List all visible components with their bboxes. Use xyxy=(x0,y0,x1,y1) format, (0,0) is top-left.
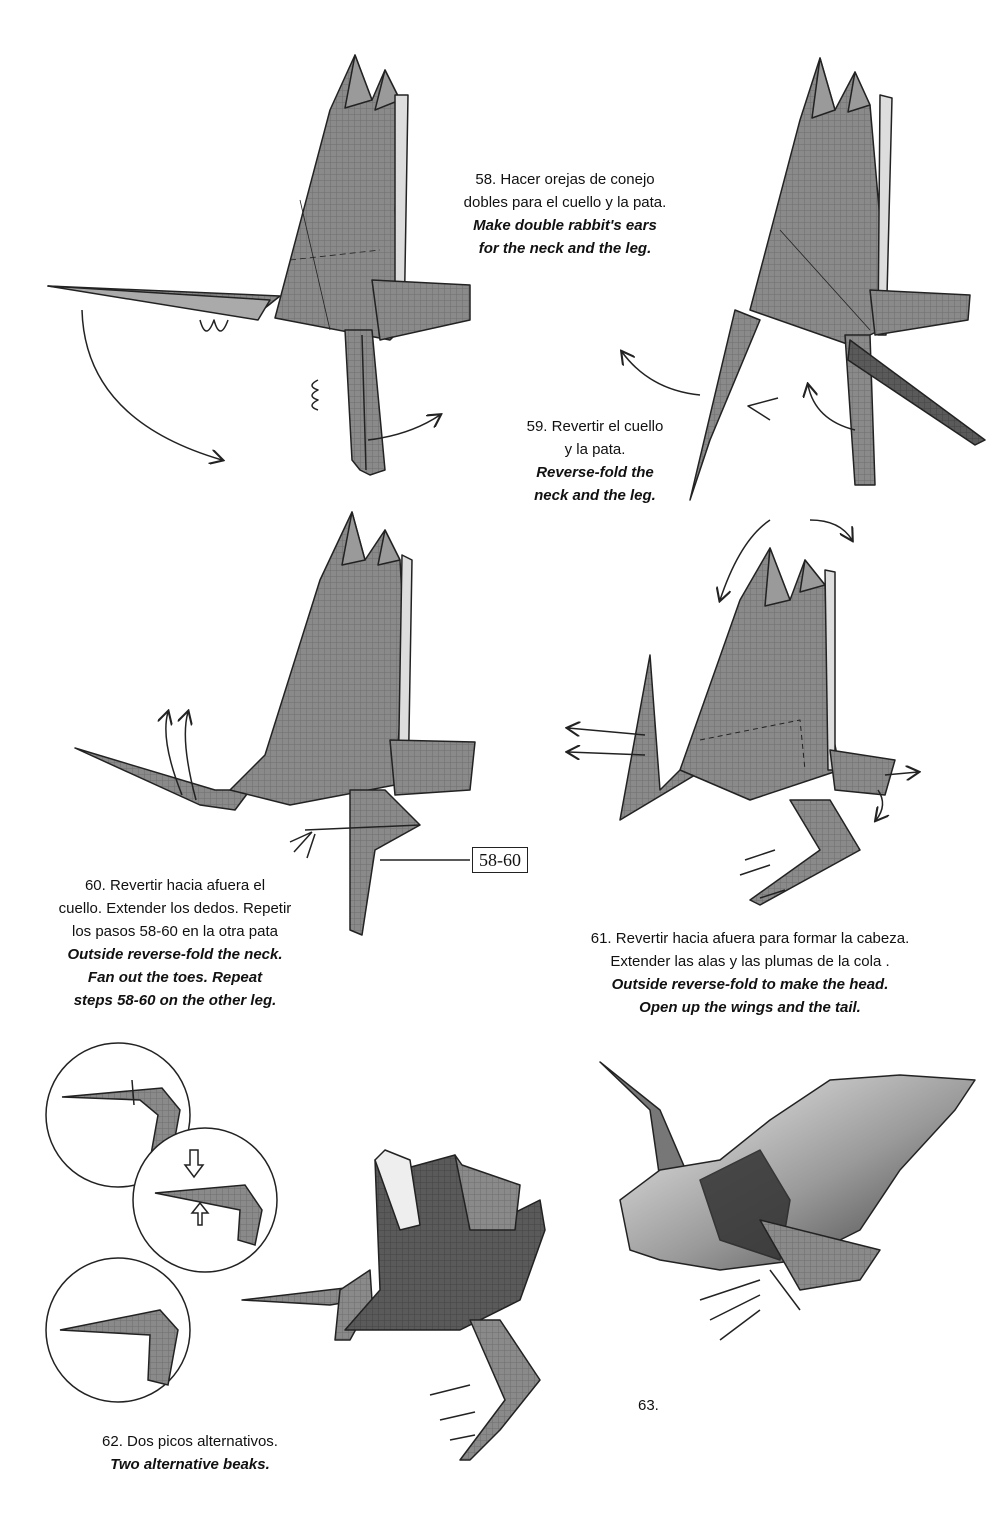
step-58-es-1: 58. Hacer orejas de conejo xyxy=(475,171,655,188)
step-62-beak-detail-2 xyxy=(132,1127,278,1273)
step-58-caption: 58. Hacer orejas de conejo dobles para e… xyxy=(450,168,680,260)
step-61-caption: 61. Revertir hacia afuera para formar la… xyxy=(560,927,940,1019)
repeat-reference-box: 58-60 xyxy=(472,847,528,873)
step-62-caption: 62. Dos picos alternativos. Two alternat… xyxy=(70,1430,310,1476)
step-60-caption: 60. Revertir hacia afuera el cuello. Ext… xyxy=(40,874,310,1012)
step-62-figure xyxy=(241,1149,546,1461)
step-61-en-1: Outside reverse-fold to make the head. xyxy=(611,976,889,993)
step-58-en-1: Make double rabbit's ears xyxy=(473,217,657,234)
step-60-figure xyxy=(74,511,476,936)
step-62-en-1: Two alternative beaks. xyxy=(110,1456,270,1473)
step-63-label: 63. xyxy=(638,1397,659,1414)
step-60-es-1: 60. Revertir hacia afuera el xyxy=(84,877,266,894)
step-63-figure xyxy=(599,1061,976,1341)
step-59-es-2: y la pata. xyxy=(564,441,626,458)
step-58-figure xyxy=(47,54,471,476)
step-60-en-2: Fan out the toes. Repeat xyxy=(87,969,263,986)
step-61-en-2: Open up the wings and the tail. xyxy=(639,999,861,1016)
step-59-figure xyxy=(622,57,986,501)
step-59-caption: 59. Revertir el cuello y la pata. Revers… xyxy=(495,415,695,507)
step-61-es-1: 61. Revertir hacia afuera para formar la… xyxy=(590,930,910,947)
step-59-en-2: neck and the leg. xyxy=(534,487,656,504)
step-58-es-2: dobles para el cuello y la pata. xyxy=(463,194,667,211)
step-60-en-1: Outside reverse-fold the neck. xyxy=(67,946,283,963)
step-61-figure xyxy=(568,519,918,906)
step-59-es-1: 59. Revertir el cuello xyxy=(526,418,664,435)
step-62-beak-detail-3 xyxy=(45,1257,191,1403)
step-62-es-1: 62. Dos picos alternativos. xyxy=(102,1433,278,1450)
step-59-en-1: Reverse-fold the xyxy=(536,464,654,481)
step-60-es-2: cuello. Extender los dedos. Repetir xyxy=(58,900,292,917)
step-61-es-2: Extender las alas y las plumas de la col… xyxy=(610,953,890,970)
step-58-en-2: for the neck and the leg. xyxy=(478,240,652,257)
step-60-es-3: los pasos 58-60 en la otra pata xyxy=(72,923,278,940)
step-60-en-3: steps 58-60 on the other leg. xyxy=(73,992,277,1009)
